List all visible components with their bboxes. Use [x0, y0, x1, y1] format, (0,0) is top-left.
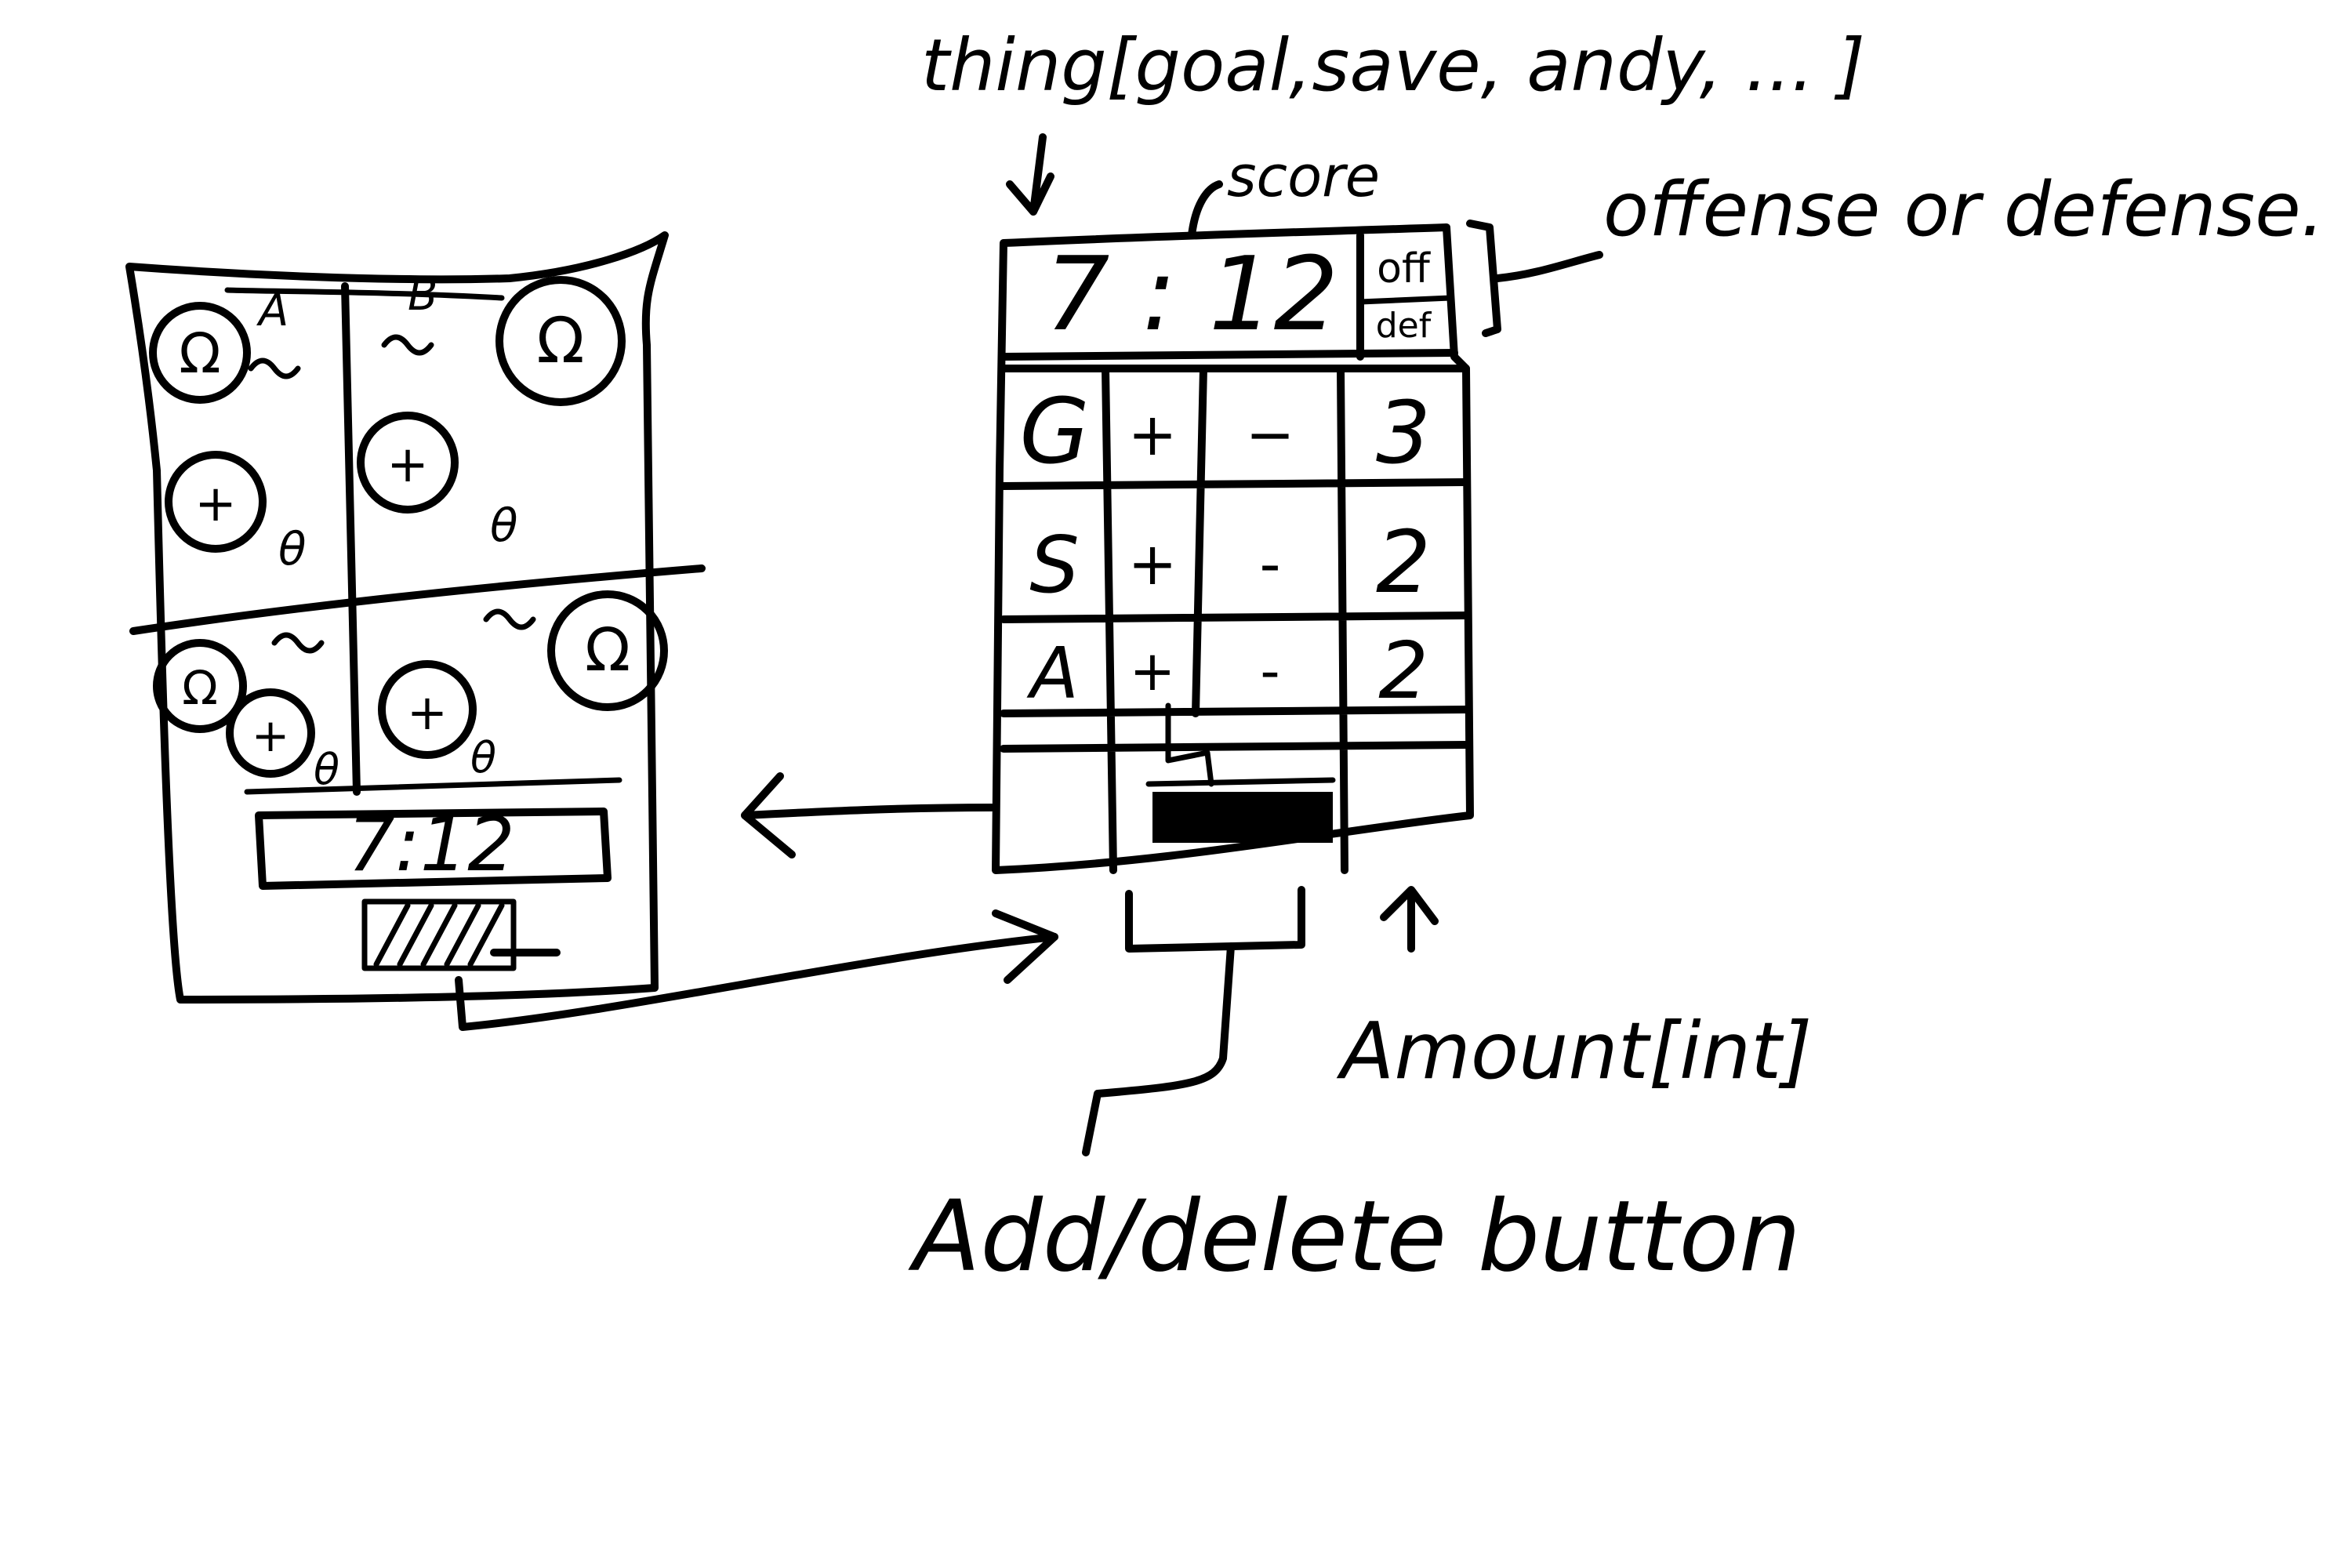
- minus-button[interactable]: -: [1260, 639, 1279, 703]
- defense-toggle[interactable]: def: [1376, 306, 1432, 346]
- offense-toggle[interactable]: off: [1377, 245, 1431, 292]
- quadrant-top-right: B Ω + θ: [357, 270, 626, 552]
- plus-button[interactable]: [165, 451, 267, 553]
- thing-arrow: [1006, 133, 1054, 216]
- left-hatched-button[interactable]: [361, 898, 561, 971]
- plus-button-label: +: [407, 684, 448, 741]
- arrow-to-left: [741, 804, 996, 819]
- left-score-box: [255, 808, 612, 890]
- minus-button[interactable]: -: [1259, 529, 1280, 598]
- plus-button[interactable]: +: [1128, 529, 1178, 598]
- quadrant-top-left: A Ω + θ: [149, 285, 307, 575]
- arrow-to-left-head: [741, 772, 796, 858]
- amount-cell: 3: [1376, 383, 1431, 483]
- left-phone-team-line: [224, 287, 505, 301]
- squiggle-icon: [271, 632, 325, 654]
- team-logo-symbol: Ω: [585, 615, 630, 684]
- offdef-split: [1357, 295, 1454, 305]
- offdef-bracket: [1466, 220, 1603, 337]
- annotations: thing[goal,save, andy, ... ] score offen…: [908, 24, 2325, 1294]
- table-grid: [1000, 365, 1470, 874]
- minus-button[interactable]: θ: [490, 499, 518, 552]
- team-a-label: A: [256, 285, 289, 336]
- quadrant-bottom-right: Ω + θ: [378, 590, 668, 782]
- squiggle-icon: [248, 358, 301, 379]
- amount-annotation: Amount[int]: [1336, 1005, 1812, 1097]
- plus-button[interactable]: +: [1128, 400, 1178, 469]
- score-pointer: [1188, 180, 1223, 239]
- plus-button[interactable]: +: [1130, 639, 1176, 703]
- team-logo-icon: [495, 276, 626, 406]
- left-phone-vertical-divider: [341, 282, 361, 796]
- left-score-box-top: [244, 777, 622, 795]
- team-logo-symbol: Ω: [179, 321, 221, 386]
- plus-button-label: +: [387, 436, 429, 494]
- thing-cell: S: [1029, 519, 1079, 611]
- right-phone-frame: [992, 223, 1474, 874]
- left-phone: A Ω + θ B Ω + θ Ω + θ: [125, 231, 706, 1004]
- table-row: S + - 2: [1029, 512, 1431, 612]
- plus-button-label: +: [194, 475, 237, 533]
- team-logo-icon: [153, 639, 247, 733]
- plus-button-label: +: [252, 709, 290, 762]
- right-score-display: 7 : 12: [1045, 234, 1339, 354]
- thing-cell: A: [1026, 633, 1079, 715]
- right-phone: 7 : 12 off def G + − 3 S + - 2 A + - 2: [992, 223, 1474, 874]
- amount-cell: 2: [1378, 625, 1428, 717]
- table-row: G + − 3: [1019, 379, 1431, 485]
- minus-button[interactable]: −: [1246, 400, 1295, 469]
- left-phone-horizontal-divider: [129, 564, 706, 635]
- add-delete-button[interactable]: [1145, 702, 1336, 843]
- arrow-to-right: [455, 933, 1058, 1031]
- score-annotation: score: [1227, 143, 1380, 209]
- add-delete-bracket: [1082, 886, 1305, 1156]
- plus-button[interactable]: [226, 688, 315, 778]
- score-bar-bottom: [1000, 349, 1458, 361]
- plus-button[interactable]: [378, 660, 477, 759]
- squiggle-icon: [381, 334, 434, 356]
- team-b-label: B: [408, 270, 437, 321]
- add-delete-annotation: Add/delete button: [908, 1180, 1801, 1294]
- offense-defense-annotation: offense or defense.: [1603, 167, 2325, 253]
- team-logo-symbol: Ω: [182, 661, 218, 716]
- table-row: A + - 2: [1026, 625, 1428, 717]
- minus-button[interactable]: θ: [278, 522, 307, 575]
- minus-button[interactable]: θ: [314, 745, 339, 794]
- team-logo-icon: [547, 590, 668, 711]
- left-phone-frame: [125, 231, 669, 1004]
- thing-cell: G: [1019, 379, 1089, 485]
- minus-button[interactable]: θ: [470, 733, 496, 782]
- squiggle-icon: [483, 608, 536, 630]
- plus-button[interactable]: [357, 412, 459, 514]
- amount-cell: 2: [1376, 512, 1431, 612]
- transition-arrows: [455, 772, 1058, 1031]
- quadrant-bottom-left: Ω + θ: [153, 632, 339, 794]
- thing-list-annotation: thing[goal,save, andy, ... ]: [921, 24, 1865, 107]
- amount-arrow: [1380, 886, 1439, 953]
- arrow-to-right-head: [992, 909, 1058, 984]
- team-logo-icon: [149, 302, 251, 404]
- team-logo-symbol: Ω: [536, 304, 584, 377]
- left-score-display: 7:12: [347, 802, 514, 888]
